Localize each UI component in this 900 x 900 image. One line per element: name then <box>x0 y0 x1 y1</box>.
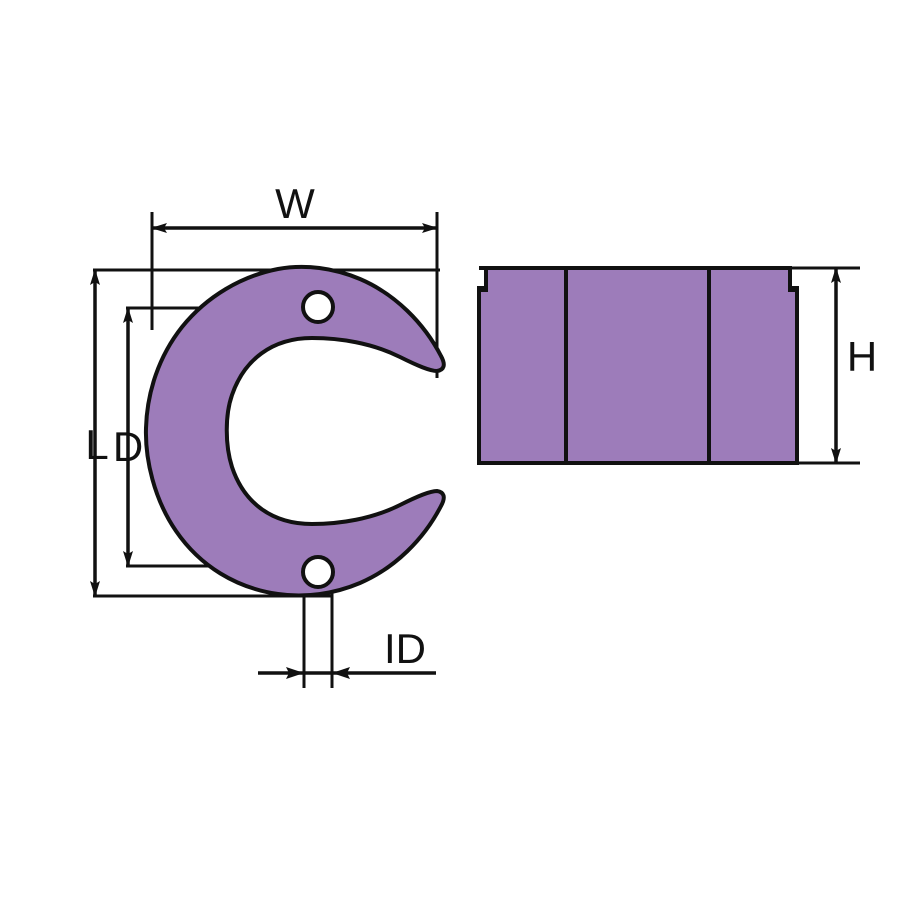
dimension-label-id: ID <box>384 625 426 672</box>
side-view-part <box>477 266 799 465</box>
arrow-id-right <box>332 667 350 679</box>
bottom-hole <box>301 555 335 589</box>
front-view-part <box>143 264 446 598</box>
top-hole <box>301 290 335 324</box>
dimension-arrows-id <box>286 667 350 679</box>
dimension-label-l: L <box>85 421 108 468</box>
c-shape-outline <box>143 264 446 598</box>
arrow-id-left <box>286 667 304 679</box>
side-view-body <box>477 266 799 465</box>
dimension-lines-group <box>90 223 841 675</box>
dimension-label-w: W <box>275 180 315 227</box>
dimension-label-h: H <box>847 333 877 380</box>
dimension-label-d: D <box>113 423 143 470</box>
